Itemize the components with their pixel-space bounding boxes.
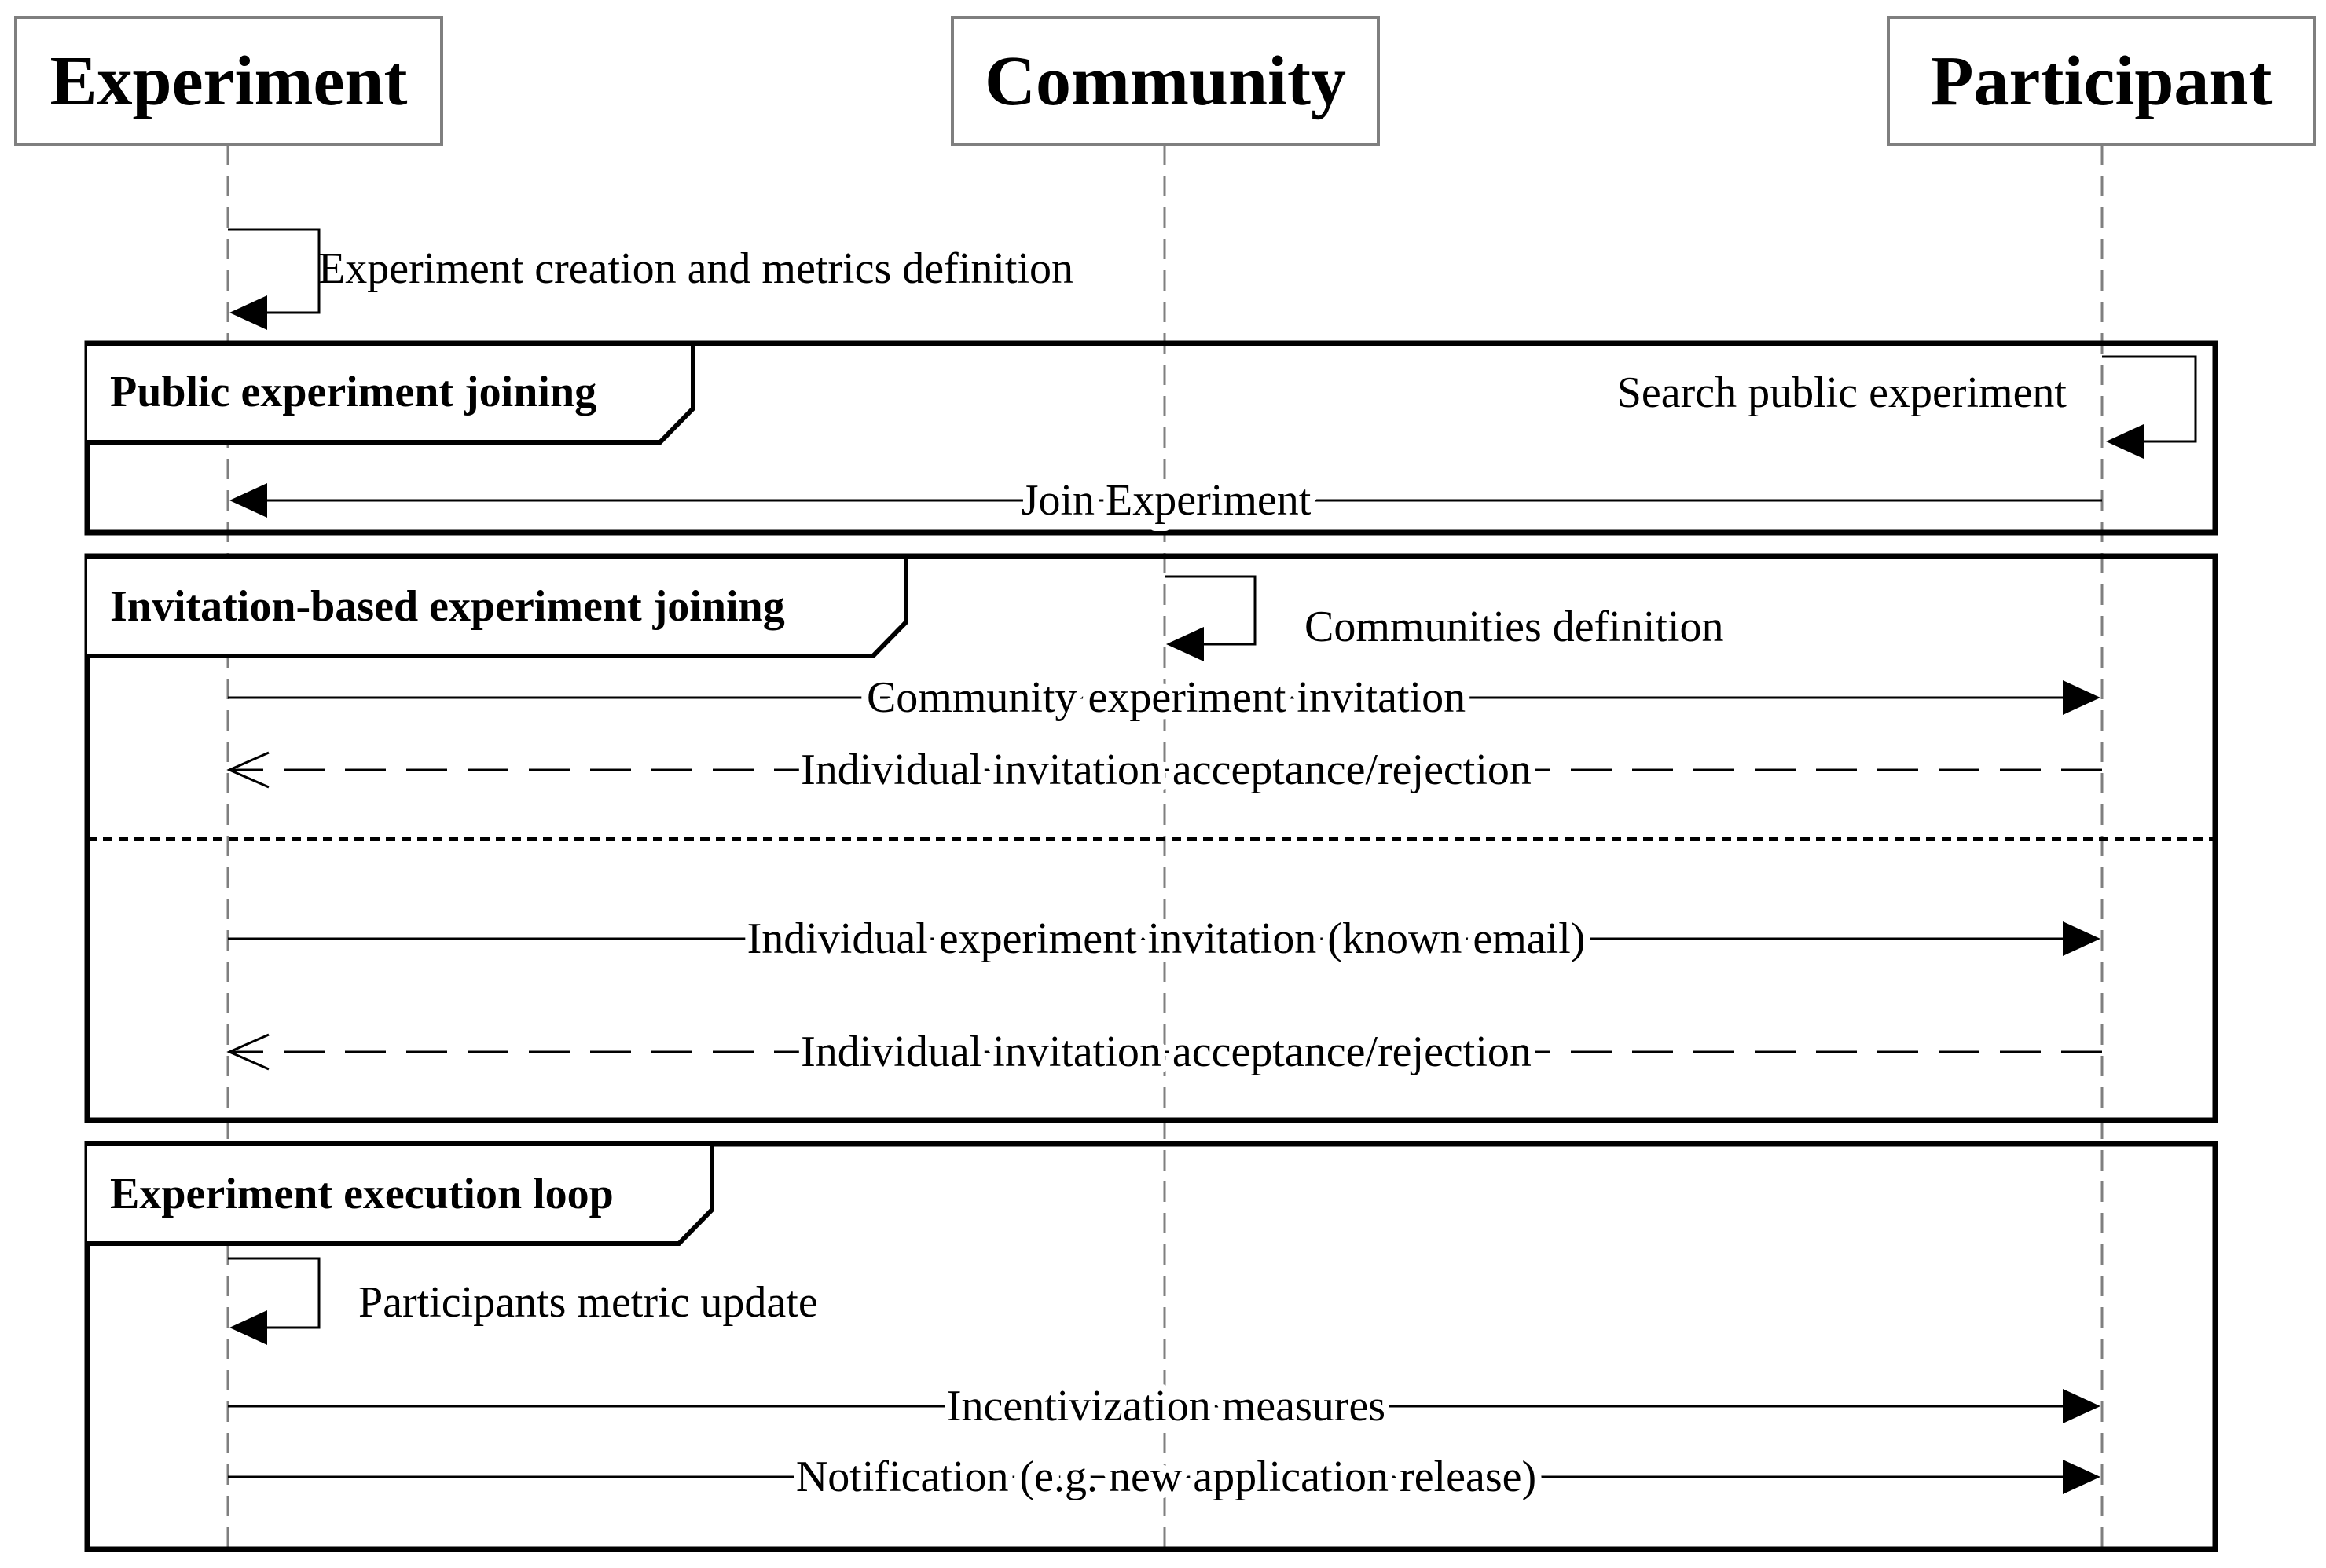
lifeline-box-community: Community — [951, 16, 1380, 146]
message-self-metric-update: Participants metric update — [228, 1257, 818, 1345]
message-self-experiment-creation: Experiment creation and metrics definiti… — [228, 228, 1073, 330]
message-join-experiment: Join Experiment — [229, 469, 2102, 532]
message-label: Individual invitation acceptance/rejecti… — [801, 746, 1532, 794]
arrowhead-filled — [2063, 680, 2100, 715]
message-label: Participants metric update — [358, 1278, 818, 1327]
arrowhead-filled — [2063, 1389, 2100, 1423]
message-label: Communities definition — [1304, 603, 1724, 651]
arrowhead-filled — [229, 295, 267, 330]
message-label: Notification (e.g. new application relea… — [796, 1453, 1536, 1501]
message-label: Community experiment invitation — [867, 673, 1466, 722]
message-incentivization: Incentivization measures — [228, 1375, 2100, 1438]
message-community-invitation: Community experiment invitation — [228, 666, 2100, 729]
message-self-communities-definition: Communities definition — [1165, 575, 1724, 661]
frame-public-experiment-joining: Public experiment joining — [84, 340, 2218, 536]
arrowhead-filled — [229, 483, 267, 518]
message-label: Incentivization measures — [947, 1382, 1385, 1431]
message-label: Join Experiment — [1022, 476, 1312, 525]
message-label: Experiment creation and metrics definiti… — [318, 244, 1073, 293]
message-label: Individual invitation acceptance/rejecti… — [801, 1028, 1532, 1076]
message-individual-invitation: Individual experiment invitation (known … — [228, 907, 2100, 970]
arrowhead-open — [226, 751, 270, 789]
lifeline-box-experiment: Experiment — [14, 16, 443, 146]
frame-invitation-based-joining: Invitation-based experiment joining — [84, 553, 2218, 1123]
frame-title: Experiment execution loop — [110, 1170, 614, 1218]
arrowhead-filled — [2106, 424, 2144, 459]
message-reply-acceptance-2: Individual invitation acceptance/rejecti… — [226, 1020, 2102, 1083]
lifeline-box-participant: Participant — [1887, 16, 2316, 146]
frame-execution-loop: Experiment execution loop — [84, 1141, 2218, 1552]
arrowhead-open — [226, 1033, 270, 1071]
lifeline-label-experiment: Experiment — [50, 42, 408, 120]
arrowhead-filled — [2063, 1460, 2100, 1494]
lifeline-label-community: Community — [985, 42, 1346, 120]
frame-title: Public experiment joining — [110, 368, 596, 416]
message-reply-acceptance-1: Individual invitation acceptance/rejecti… — [226, 738, 2102, 801]
message-notification: Notification (e.g. new application relea… — [228, 1445, 2100, 1508]
arrowhead-filled — [229, 1310, 267, 1345]
message-label: Individual experiment invitation (known … — [747, 914, 1586, 963]
message-self-search-public: Search public experiment — [1617, 355, 2197, 459]
lifeline-label-participant: Participant — [1931, 42, 2273, 120]
message-label: Search public experiment — [1617, 368, 2067, 417]
frame-title: Invitation-based experiment joining — [110, 582, 785, 631]
arrowhead-filled — [1166, 627, 1204, 661]
arrowhead-filled — [2063, 921, 2100, 956]
